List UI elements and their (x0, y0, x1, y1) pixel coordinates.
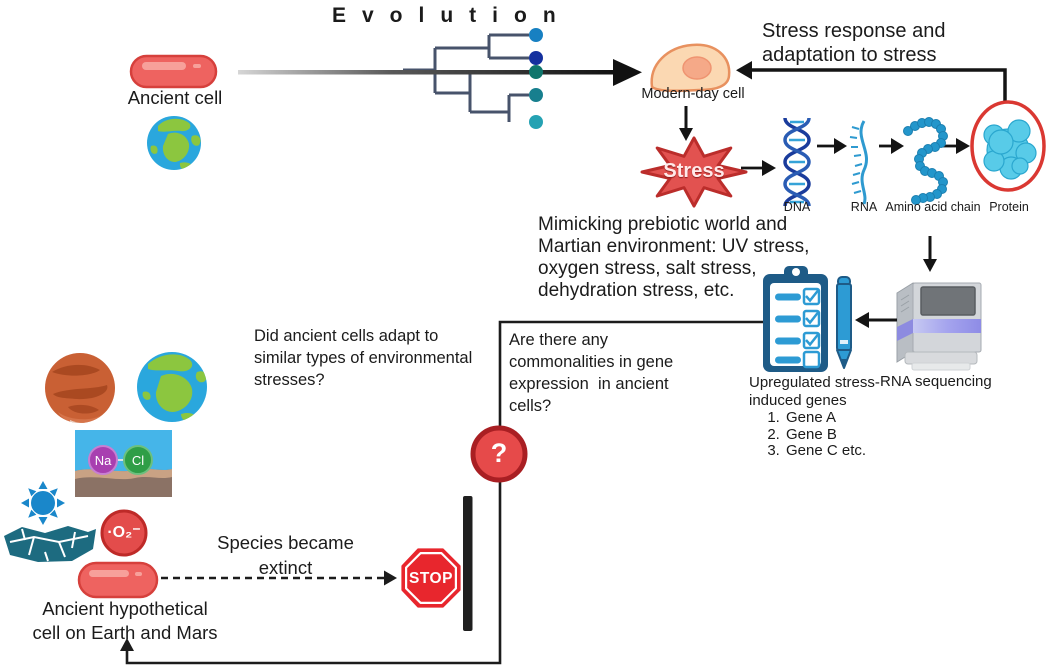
dna-icon (783, 117, 811, 207)
amino-acid-chain-label: Amino acid chain (885, 200, 981, 214)
ancient-hypothetical-label: Ancient hypothetical cell on Earth and M… (32, 598, 218, 643)
ancient-cell-label: Ancient cell (127, 87, 223, 108)
checklist-clipboard-icon (763, 266, 828, 372)
protein-label: Protein (989, 200, 1029, 214)
gene-list-item: Gene A (784, 409, 866, 427)
question-left-text: Did ancient cells adapt to similar types… (254, 327, 473, 389)
upregulated-genes-label: Upregulated stress- induced genes (749, 374, 880, 409)
rna-to-amino-arrow (879, 138, 904, 154)
cl-label: Cl (131, 453, 145, 468)
na-label: Na (94, 453, 112, 468)
stress-response-label: Stress response and adaptation to stress (762, 20, 946, 66)
amino-acid-chain-icon (903, 117, 948, 205)
stress-star-icon (640, 136, 748, 208)
mimicking-text: Mimicking prebiotic world and Martian en… (538, 214, 810, 301)
dna-to-rna-arrow (817, 138, 847, 154)
extinction-dashed-arrow (161, 570, 397, 586)
salt-nacl-icon (75, 430, 172, 497)
dry-land-icon (4, 526, 96, 562)
extinction-wall-icon (463, 496, 473, 631)
evolution-title: Evolution (332, 4, 572, 27)
sequencer-to-list-arrow (855, 312, 897, 328)
question-right-text: Are there any commonalities in gene expr… (509, 331, 674, 415)
mars-icon (45, 353, 115, 423)
earth-bottom-icon (137, 352, 207, 422)
species-extinct-label: Species became extinct (217, 532, 354, 578)
question-mark-label: ? (490, 438, 508, 468)
stress-label: Stress (663, 160, 725, 182)
superoxide-icon (100, 509, 148, 557)
uv-sun-icon (21, 481, 65, 525)
pen-icon (836, 276, 852, 369)
amino-to-protein-arrow (943, 138, 970, 154)
modern-day-cell-icon (650, 43, 731, 93)
stop-sign-icon (401, 548, 461, 608)
superoxide-label: ·O₂⁻ (107, 524, 141, 541)
tree-species-dots (529, 28, 543, 129)
gene-list-item: Gene C etc. (784, 442, 866, 460)
cell-to-stress-arrow (679, 106, 693, 141)
ancient-hypothetical-cell-icon (77, 561, 159, 599)
phylogenetic-tree-icon (403, 33, 529, 122)
gene-list-item: Gene B (784, 426, 866, 444)
evolution-arrow (238, 59, 642, 86)
stop-label: STOP (409, 570, 453, 587)
dna-label: DNA (783, 200, 811, 214)
stress-to-dna-arrow (741, 160, 776, 176)
earth-icon (147, 116, 201, 170)
question-mark-badge (470, 425, 528, 483)
rna-sequencer-icon (896, 282, 982, 371)
to-sequencer-arrow (923, 236, 937, 272)
rna-sequencing-label: RNA sequencing (880, 373, 992, 390)
gene-list: Gene A Gene B Gene C etc. (762, 409, 866, 460)
rna-label: RNA (850, 200, 878, 214)
protein-icon (970, 100, 1046, 192)
ancient-cell-icon (129, 54, 218, 89)
question-connector-line (120, 320, 763, 665)
rna-icon (849, 120, 868, 205)
modern-cell-label: Modern-day cell (641, 86, 745, 102)
stress-response-arrow (736, 61, 1007, 101)
